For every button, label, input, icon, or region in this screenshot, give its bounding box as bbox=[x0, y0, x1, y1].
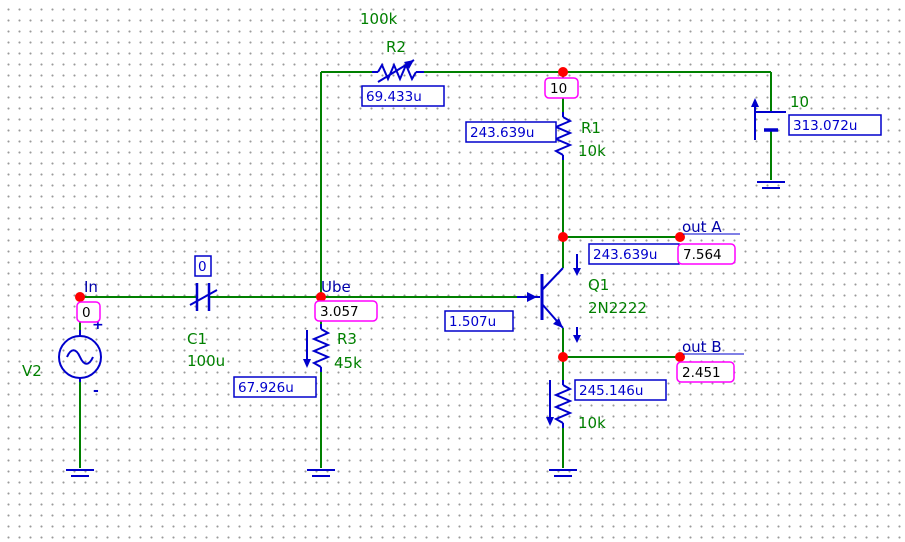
readout-top-node-voltage[interactable]: 10 bbox=[544, 77, 579, 99]
net-label-out-a: out A bbox=[682, 218, 722, 236]
c1-name-label: C1 bbox=[187, 330, 207, 348]
svg-text:0: 0 bbox=[82, 305, 91, 321]
node-dots bbox=[75, 67, 685, 362]
svg-text:245.146u: 245.146u bbox=[579, 383, 643, 399]
r2-name-label: R2 bbox=[386, 38, 406, 56]
readout-base-current[interactable]: 1.507u bbox=[444, 310, 514, 332]
capacitor-c1[interactable] bbox=[189, 283, 218, 311]
readout-r2-current[interactable]: 69.433u bbox=[361, 85, 445, 107]
ac-source-v2[interactable] bbox=[58, 330, 102, 382]
ground-r3 bbox=[307, 469, 335, 477]
r4-value-label: 10k bbox=[578, 414, 606, 432]
node-in bbox=[75, 292, 85, 302]
svg-text:69.433u: 69.433u bbox=[366, 89, 422, 105]
node-emitter bbox=[558, 352, 568, 362]
node-out-a bbox=[675, 232, 685, 242]
svg-text:243.639u: 243.639u bbox=[593, 247, 657, 263]
v2-minus-sign: - bbox=[93, 383, 99, 399]
readout-ube-voltage[interactable]: 3.057 bbox=[314, 300, 378, 322]
resistor-r4[interactable] bbox=[546, 380, 573, 428]
readout-out-b-voltage[interactable]: 2.451 bbox=[676, 361, 735, 383]
q1-name-label: Q1 bbox=[588, 276, 609, 294]
net-label-out-b: out B bbox=[682, 338, 722, 356]
r3-name-label: R3 bbox=[337, 330, 357, 348]
net-label-in: In bbox=[84, 278, 98, 296]
svg-text:10: 10 bbox=[550, 81, 567, 97]
svg-text:0: 0 bbox=[198, 259, 207, 275]
wires bbox=[79, 71, 772, 468]
v2-name-label: V2 bbox=[22, 362, 42, 380]
v1-value-label: 10 bbox=[790, 93, 809, 111]
svg-text:3.057: 3.057 bbox=[320, 304, 359, 320]
node-collector bbox=[558, 232, 568, 242]
svg-text:67.926u: 67.926u bbox=[238, 380, 294, 396]
transistor-q1[interactable] bbox=[517, 254, 581, 343]
r3-value-label: 45k bbox=[334, 354, 362, 372]
readout-collector-current[interactable]: 243.639u bbox=[588, 243, 680, 265]
readout-r1-current[interactable]: 243.639u bbox=[465, 121, 557, 143]
readout-r4-current[interactable]: 245.146u bbox=[574, 379, 667, 401]
battery-v1[interactable] bbox=[751, 98, 786, 140]
c1-value-label: 100u bbox=[187, 352, 225, 370]
node-top bbox=[558, 67, 568, 77]
resistor-r3[interactable] bbox=[303, 324, 331, 372]
ground-v2 bbox=[66, 469, 94, 477]
net-label-ube: Ube bbox=[321, 278, 351, 296]
r1-value-label: 10k bbox=[578, 142, 606, 160]
node-ube bbox=[316, 292, 326, 302]
q1-model-label: 2N2222 bbox=[588, 299, 647, 317]
sine-wave-icon bbox=[66, 349, 94, 365]
svg-text:7.564: 7.564 bbox=[683, 247, 722, 263]
svg-text:313.072u: 313.072u bbox=[793, 118, 857, 134]
v2-plus-sign: + bbox=[92, 317, 104, 333]
base-current-arrow bbox=[527, 292, 537, 302]
resistor-r2[interactable] bbox=[372, 59, 424, 83]
svg-text:2.451: 2.451 bbox=[682, 365, 721, 381]
readout-in-voltage[interactable]: 0 bbox=[76, 301, 101, 323]
ground-r4 bbox=[549, 469, 577, 477]
resistor-r1[interactable] bbox=[553, 112, 573, 160]
ground-v1 bbox=[757, 181, 785, 189]
readout-v1-current[interactable]: 313.072u bbox=[788, 114, 882, 136]
r2-value-label: 100k bbox=[360, 10, 398, 28]
svg-text:1.507u: 1.507u bbox=[449, 314, 496, 330]
node-out-b bbox=[675, 352, 685, 362]
r1-name-label: R1 bbox=[581, 119, 601, 137]
svg-text:243.639u: 243.639u bbox=[470, 125, 534, 141]
readout-c1-voltage[interactable]: 0 bbox=[194, 255, 212, 277]
readout-r3-current[interactable]: 67.926u bbox=[233, 376, 317, 398]
readout-out-a-voltage[interactable]: 7.564 bbox=[677, 243, 736, 265]
